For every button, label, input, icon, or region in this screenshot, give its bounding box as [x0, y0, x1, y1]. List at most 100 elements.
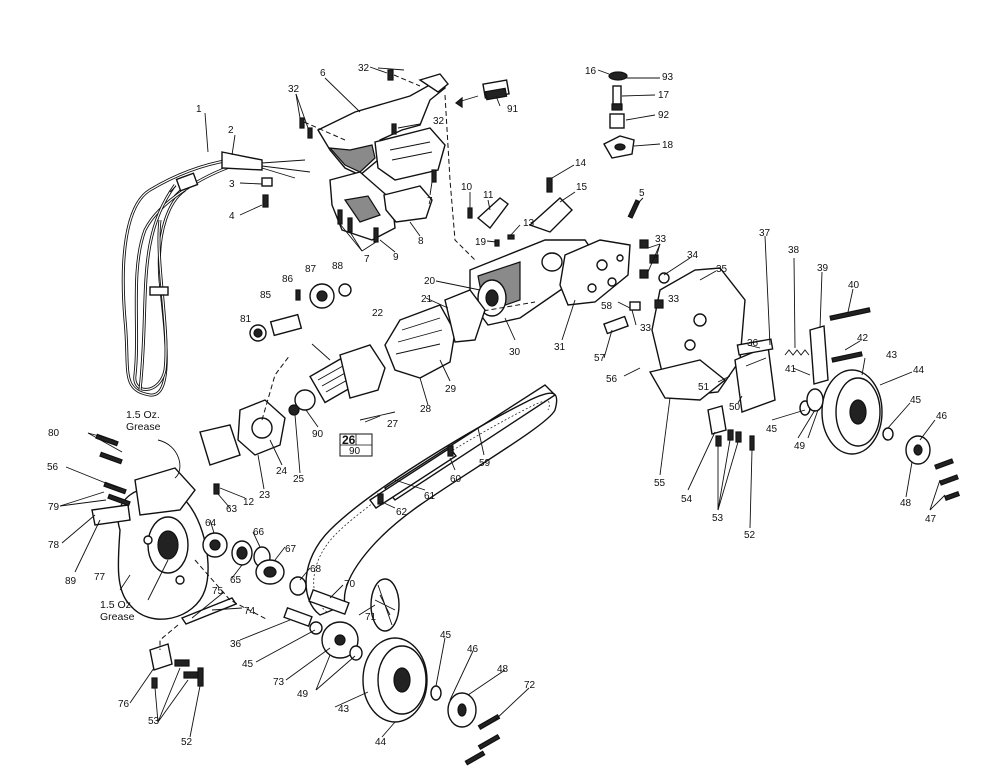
callout: 7: [364, 254, 370, 265]
callout: 36: [230, 639, 242, 650]
callout: 48: [497, 664, 509, 675]
callout: 1: [196, 104, 202, 115]
callout: 35: [716, 264, 728, 275]
kit-parts: 90: [349, 446, 361, 457]
callout: 48: [900, 498, 912, 509]
callout: 46: [467, 644, 479, 655]
kit-number: 26: [342, 433, 356, 447]
callout: 89: [65, 576, 77, 587]
callout: 72: [524, 680, 536, 691]
callout: 28: [420, 404, 432, 415]
callout: 86: [282, 274, 294, 285]
callout: 29: [445, 384, 457, 395]
callout: 45: [766, 424, 778, 435]
leader-lines: [59, 66, 946, 738]
callout: 58: [601, 301, 613, 312]
callout: 92: [658, 110, 670, 121]
callout: 13: [523, 218, 535, 229]
callout: 39: [817, 263, 829, 274]
callout: 57: [594, 353, 606, 364]
callout: 21: [421, 294, 433, 305]
callout: 7: [427, 196, 433, 207]
callout: 4: [229, 211, 235, 222]
brush-parts: [603, 71, 635, 159]
callout: 93: [662, 72, 674, 83]
callout: 33: [668, 294, 680, 305]
callout: 52: [744, 530, 756, 541]
grease-note-top-line2: Grease: [126, 421, 161, 433]
callout: 38: [788, 245, 800, 256]
callout: 79: [48, 502, 60, 513]
callout: 5: [639, 188, 645, 199]
callout: 15: [576, 182, 588, 193]
callout: 2: [228, 125, 234, 136]
callout: 32: [358, 63, 370, 74]
callout: 44: [375, 737, 387, 748]
callout-numbers: 1 2 3 4 5 6 7 7 8 9 10 11 12 13 14 15 16…: [47, 63, 948, 748]
callout: 10: [461, 182, 473, 193]
callout: 41: [785, 364, 797, 375]
callout: 56: [47, 462, 59, 473]
motor-housing: [459, 177, 641, 326]
callout: 87: [305, 264, 317, 275]
switch-block: [454, 79, 510, 109]
grease-note-bottom-line1: 1.5 Oz.: [100, 599, 134, 611]
callout: 8: [418, 236, 424, 247]
callout: 47: [925, 514, 937, 525]
callout: 43: [886, 350, 898, 361]
callout: 52: [181, 737, 193, 748]
callout: 14: [575, 158, 587, 169]
callout: 64: [205, 518, 217, 529]
callout: 56: [606, 374, 618, 385]
callout: 55: [654, 478, 666, 489]
callout: 45: [242, 659, 254, 670]
callout: 30: [509, 347, 521, 358]
lower-drive-train: [149, 532, 501, 766]
callout: 76: [118, 699, 130, 710]
callout: 33: [640, 323, 652, 334]
callout: 46: [936, 411, 948, 422]
grease-note-top-line1: 1.5 Oz.: [126, 409, 160, 421]
callout: 44: [913, 365, 925, 376]
callout: 68: [310, 564, 322, 575]
callout: 18: [662, 140, 674, 151]
callout: 34: [687, 250, 699, 261]
callout: 51: [698, 382, 710, 393]
callout: 37: [759, 228, 771, 239]
callout: 25: [293, 474, 305, 485]
callout: 40: [848, 280, 860, 291]
grease-notes: 1.5 Oz. Grease 1.5 Oz. Grease: [100, 409, 161, 623]
callout: 27: [387, 419, 399, 430]
callout: 11: [483, 190, 494, 201]
upper-wheel-assembly: [799, 369, 961, 502]
callout: 6: [320, 68, 326, 79]
front-gear-housing: [91, 433, 220, 620]
motor-internals: 26 90: [199, 283, 486, 466]
callout: 32: [288, 84, 300, 95]
callout: 90: [312, 429, 324, 440]
callout: 59: [479, 458, 491, 469]
callout: 75: [212, 586, 224, 597]
callout: 62: [396, 507, 408, 518]
callout: 19: [475, 237, 487, 248]
callout: 54: [681, 494, 693, 505]
callout: 63: [226, 504, 238, 515]
handle-assembly: [299, 69, 476, 261]
callout: 42: [857, 333, 869, 344]
callout: 65: [230, 575, 242, 586]
power-cord: [121, 151, 311, 397]
callout: 50: [729, 402, 741, 413]
callout: 43: [338, 704, 350, 715]
callout: 85: [260, 290, 272, 301]
callout: 73: [273, 677, 285, 688]
callout: 20: [424, 276, 436, 287]
callout: 78: [48, 540, 60, 551]
callout: 49: [794, 441, 806, 452]
callout: 70: [344, 579, 356, 590]
band-blade: [305, 384, 558, 616]
callout: 74: [244, 606, 256, 617]
callout: 49: [297, 689, 309, 700]
callout: 16: [585, 66, 597, 77]
callout: 32: [433, 116, 445, 127]
